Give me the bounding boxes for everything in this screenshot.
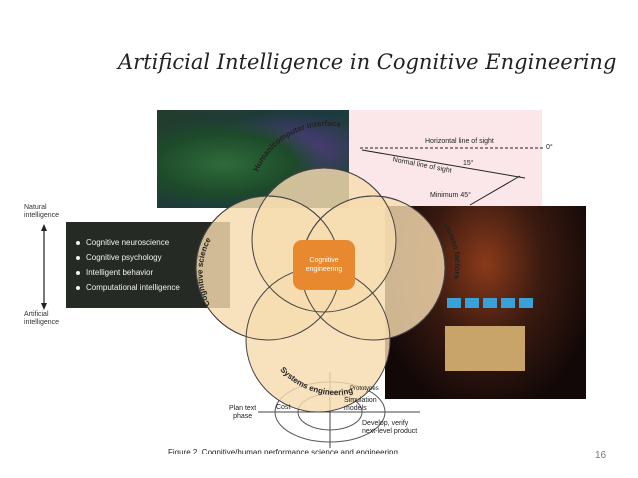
- cockpit-screen: [483, 298, 497, 308]
- brain-panel: Cognitive neuroscience Cognitive psychol…: [66, 222, 230, 308]
- bullet-item: Computational intelligence: [76, 283, 180, 292]
- center-label-2: engineering: [306, 266, 343, 273]
- develop-label: Develop, verify next-level product: [362, 420, 418, 435]
- arrow-up-icon: [41, 224, 47, 231]
- arrow-down-icon: [41, 303, 47, 310]
- bullet-item: Cognitive neuroscience: [76, 238, 169, 247]
- normal-sight-line: [361, 149, 526, 179]
- plan-text-label: Plan text phase: [229, 405, 257, 420]
- cockpit-screen: [519, 298, 533, 308]
- cockpit-screen: [501, 298, 515, 308]
- zero-degree-label: 0°: [546, 144, 553, 151]
- natural-intelligence-label: Natural intelligence: [24, 204, 60, 219]
- bullet-item: Cognitive psychology: [76, 253, 162, 262]
- prototypes-label: Prototypes: [350, 386, 379, 392]
- cockpit-console: [445, 326, 525, 371]
- cost-label: Cost: [276, 404, 291, 411]
- center-label-1: Cognitive: [309, 257, 338, 264]
- minimum-sight-line: [469, 175, 521, 206]
- artificial-intelligence-label: Artificial intelligence: [24, 311, 60, 326]
- label-human-computer-interface: Human/computer interface: [252, 119, 343, 173]
- line-of-sight-sketch: [349, 110, 542, 206]
- slide-title: Artificial Intelligence in Cognitive Eng…: [118, 50, 617, 74]
- cognitive-engineering-box: [293, 240, 355, 290]
- fifteen-degree-label: 15°: [463, 160, 474, 167]
- cockpit-screen: [465, 298, 479, 308]
- minimum-sight-label: Minimum 45°: [430, 192, 471, 199]
- circle-outline: [251, 167, 397, 313]
- figure-caption: Figure 2. Cognitive/human performance sc…: [168, 448, 398, 454]
- horizontal-sight-label: Horizontal line of sight: [425, 138, 494, 145]
- bullet-item: Intelligent behavior: [76, 268, 153, 277]
- cockpit-screen: [447, 298, 461, 308]
- page-number: 16: [595, 450, 607, 461]
- simulation-label: Simulation models: [344, 397, 377, 412]
